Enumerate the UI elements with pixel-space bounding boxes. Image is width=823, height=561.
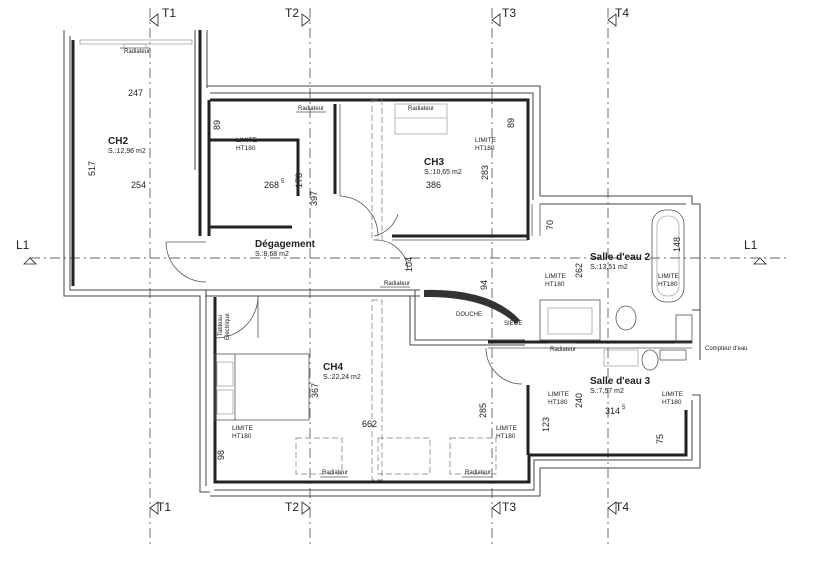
dimension: 268 xyxy=(264,180,279,190)
dimension: 397 xyxy=(309,191,319,206)
exterior-walls xyxy=(63,30,701,497)
radiator-label: Radiateur xyxy=(298,106,324,112)
dimension-superscript: 5 xyxy=(281,179,285,185)
axis-label-l1-left: L1 xyxy=(16,238,30,252)
water-meter-label: Compteur d'eau xyxy=(705,346,748,352)
dimension: 148 xyxy=(672,237,682,252)
limit-label: LIMITE xyxy=(545,273,567,280)
radiator-label: Radiateur xyxy=(384,281,410,287)
limit-label: LIMITE xyxy=(236,137,258,144)
axis-label-l1-right: L1 xyxy=(744,238,758,252)
panel-label-electrique: Electrique xyxy=(225,313,231,340)
axis-label-t2-top: T2 xyxy=(285,6,299,20)
axis-label-t3-top: T3 xyxy=(502,6,516,20)
furniture xyxy=(214,103,497,475)
dimension: 662 xyxy=(362,419,377,429)
room-name-salle-eau-2: Salle d'eau 2 xyxy=(590,252,651,263)
limit-height: HT180 xyxy=(545,281,565,288)
radiator-label: Radiateur xyxy=(550,347,576,353)
doors xyxy=(165,195,523,385)
dimension: 178 xyxy=(294,173,304,188)
limit-height: HT180 xyxy=(496,433,516,440)
dimension: 262 xyxy=(574,263,584,278)
axis-label-t1-bottom: T1 xyxy=(157,500,171,514)
dimension: 104 xyxy=(404,257,414,272)
dimension: 240 xyxy=(574,393,584,408)
dimension: 285 xyxy=(478,403,488,418)
limit-label: LIMITE xyxy=(662,391,684,398)
radiator-label: Radiateur xyxy=(124,49,150,55)
interior-walls xyxy=(198,100,692,455)
bathroom-fixtures xyxy=(603,209,693,371)
room-area-salle-eau-2: S.:13,51 m2 xyxy=(590,264,628,271)
room-area-ch2: S.:12,96 m2 xyxy=(108,148,146,155)
dimension: 94 xyxy=(479,280,489,290)
axis-label-t3-bottom: T3 xyxy=(502,500,516,514)
room-name-degagement: Dégagement xyxy=(255,239,316,250)
dimension: 75 xyxy=(655,434,665,444)
limit-height: HT180 xyxy=(548,399,568,406)
limit-height: HT180 xyxy=(232,433,252,440)
limit-height: HT180 xyxy=(662,399,682,406)
dimension: 314 xyxy=(605,406,620,416)
limit-label: LIMITE xyxy=(658,273,680,280)
dimension: 367 xyxy=(310,383,320,398)
room-name-ch4: CH4 xyxy=(323,362,343,373)
dimension: 89 xyxy=(212,120,222,130)
limit-height: HT180 xyxy=(236,145,256,152)
axis-label-t2-bottom: T2 xyxy=(285,500,299,514)
room-area-ch4: S.:22,24 m2 xyxy=(323,374,361,381)
limit-height: HT180 xyxy=(475,145,495,152)
dimension: 517 xyxy=(87,161,97,176)
radiator-labels: Radiateur Radiateur Radiateur Radiateur … xyxy=(124,49,576,476)
shower-label: DOUCHE xyxy=(456,312,482,318)
axis-label-t1-top: T1 xyxy=(162,6,176,20)
radiators xyxy=(296,111,576,478)
radiator-label: Radiateur xyxy=(465,470,491,476)
room-name-ch3: CH3 xyxy=(424,157,444,168)
dimension: 283 xyxy=(480,165,490,180)
radiator-label: Radiateur xyxy=(322,470,348,476)
limit-label: LIMITE xyxy=(475,137,497,144)
grid-axes xyxy=(23,8,790,548)
room-name-ch2: CH2 xyxy=(108,136,128,147)
limit-label: LIMITE xyxy=(232,425,254,432)
dimensions: 247 254 517 89 89 268 5 178 397 386 283 … xyxy=(87,88,682,460)
axis-label-t4-bottom: T4 xyxy=(615,500,629,514)
seat-label: SIEGE xyxy=(504,321,522,327)
dimension: 247 xyxy=(128,88,143,98)
dimension: 98 xyxy=(216,450,226,460)
shower-screen xyxy=(424,289,520,324)
limit-height: HT180 xyxy=(658,281,678,288)
panel-label: Tableau xyxy=(218,315,224,336)
dimension: 123 xyxy=(541,417,551,432)
dimension: 70 xyxy=(545,220,555,230)
room-area-ch3: S.:10,65 m2 xyxy=(424,169,462,176)
limit-label: LIMITE xyxy=(548,391,570,398)
room-area-degagement: S.:8,68 m2 xyxy=(255,251,289,258)
dimension: 89 xyxy=(506,118,516,128)
room-area-salle-eau-3: S.:7,57 m2 xyxy=(590,388,624,395)
limit-label: LIMITE xyxy=(496,425,518,432)
ch2-window xyxy=(79,39,193,49)
limit-labels: LIMITE HT180 LIMITE HT180 LIMITE HT180 L… xyxy=(232,137,684,440)
room-name-salle-eau-3: Salle d'eau 3 xyxy=(590,376,651,387)
dimension: 254 xyxy=(131,180,146,190)
radiator-label: Radiateur xyxy=(408,106,434,112)
dimension-superscript: 5 xyxy=(622,405,626,411)
dimension: 386 xyxy=(426,180,441,190)
axis-label-t4-top: T4 xyxy=(615,6,629,20)
